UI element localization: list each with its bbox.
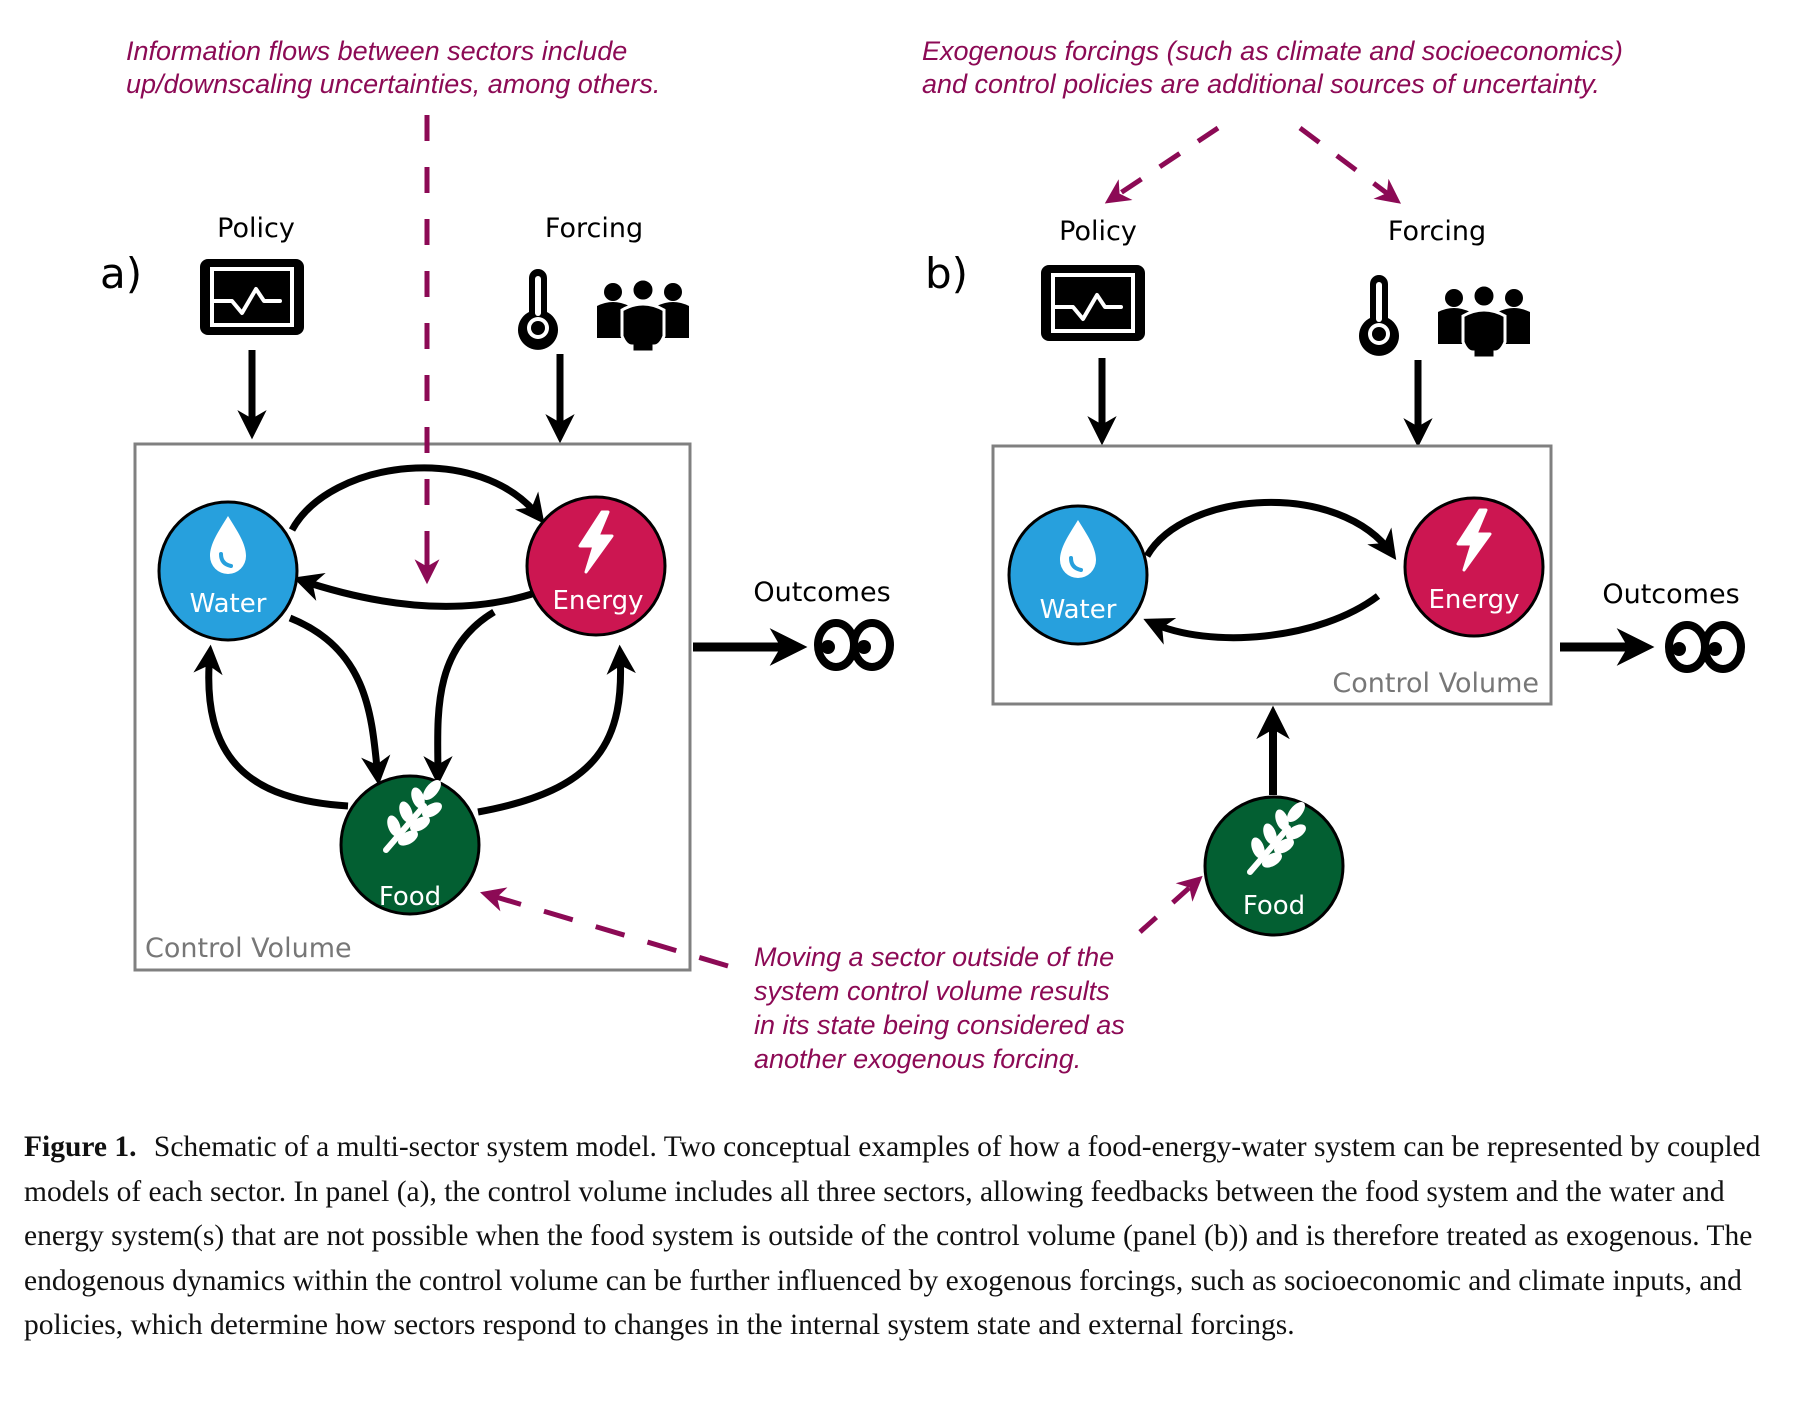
annotation-line: up/downscaling uncertainties, among othe… — [126, 69, 660, 99]
outcomes-label: Outcomes — [753, 577, 890, 608]
annotation-line: Exogenous forcings (such as climate and … — [922, 36, 1623, 66]
node-food: Food — [1203, 795, 1345, 937]
exogenous-to-policy-arrow — [1104, 125, 1220, 204]
annotation-line: and control policies are additional sour… — [922, 69, 1600, 99]
caption-text: Schematic of a multi-sector system model… — [24, 1131, 1761, 1341]
arrow-energy-to-water — [1143, 593, 1381, 645]
forcing-label: Forcing — [1388, 216, 1486, 247]
annotation-line: system control volume results — [754, 976, 1110, 1006]
annotation-line: Information flows between sectors includ… — [126, 36, 627, 66]
arrow-food-to-water — [193, 644, 349, 810]
node-food: Food — [339, 776, 481, 916]
arrow-water-to-energy — [288, 464, 545, 532]
control-volume-label: Control Volume — [145, 933, 352, 964]
caption-label: Figure 1. — [24, 1131, 137, 1163]
eyes-icon — [1669, 625, 1741, 669]
people-icon — [595, 277, 691, 354]
panel-label: a) — [100, 249, 142, 298]
control-volume-label: Control Volume — [1332, 668, 1539, 699]
policy-monitor-icon — [1039, 263, 1147, 343]
thermometer-icon — [1359, 275, 1399, 356]
node-label: Energy — [552, 586, 643, 616]
panel-a: a) Policy Forcing Control Volume Water — [100, 115, 891, 972]
node-energy: Energy — [1403, 496, 1545, 638]
arrow-food-to-energy — [477, 644, 636, 816]
exogenous-to-forcing-arrow — [1298, 126, 1401, 204]
arrow-energy-to-food — [423, 608, 496, 786]
node-label: Food — [1243, 891, 1305, 921]
node-label: Energy — [1428, 585, 1519, 615]
node-label: Food — [379, 882, 441, 912]
thermometer-icon — [518, 269, 558, 350]
annotation-moving-sector: Moving a sector outside of the system co… — [754, 942, 1125, 1074]
annotation-line: another exogenous forcing. — [754, 1044, 1081, 1074]
annotation-exogenous: Exogenous forcings (such as climate and … — [922, 36, 1623, 99]
policy-label: Policy — [217, 213, 295, 244]
people-icon — [1436, 283, 1532, 360]
arrow-energy-to-water — [293, 573, 540, 610]
policy-monitor-icon — [198, 257, 306, 337]
node-water: Water — [1007, 504, 1149, 646]
moving-sector-arrow-to-panel-a-food — [480, 887, 729, 969]
eyes-icon — [818, 623, 890, 667]
node-water: Water — [157, 500, 299, 642]
node-energy: Energy — [525, 495, 667, 637]
moving-sector-arrow-to-panel-b-food — [1138, 875, 1203, 934]
annotation-line: Moving a sector outside of the — [754, 942, 1114, 972]
annotation-line: in its state being considered as — [754, 1010, 1125, 1040]
control-volume-box — [133, 442, 692, 972]
arrow-water-to-energy — [1143, 499, 1397, 561]
annotation-info-flows: Information flows between sectors includ… — [126, 36, 660, 99]
outcomes-label: Outcomes — [1602, 579, 1739, 610]
node-label: Water — [1040, 595, 1117, 625]
control-volume-box — [991, 444, 1553, 706]
panel-label: b) — [925, 249, 968, 298]
forcing-label: Forcing — [545, 213, 643, 244]
node-label: Water — [190, 589, 267, 619]
figure-diagram: Information flows between sectors includ… — [100, 36, 1812, 1074]
figure-caption: Figure 1. Schematic of a multi-sector sy… — [24, 1125, 1794, 1348]
arrow-water-to-food — [288, 614, 391, 786]
policy-label: Policy — [1059, 216, 1137, 247]
panel-b: b) Policy Forcing Control Volume Water E… — [925, 125, 1741, 937]
